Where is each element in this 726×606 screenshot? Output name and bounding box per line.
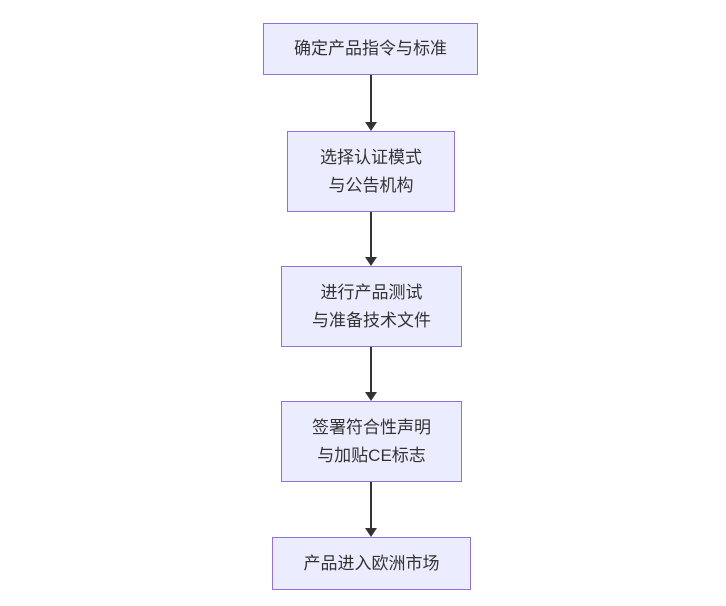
arrow-line-step3-step4 [370, 347, 372, 393]
arrow-line-step1-step2 [370, 75, 372, 123]
flow-node-step2: 选择认证模式 与公告机构 [287, 131, 455, 212]
arrow-head-icon [365, 122, 377, 131]
arrow-head-icon [365, 528, 377, 537]
arrow-head-icon [365, 257, 377, 266]
arrow-head-icon [365, 392, 377, 401]
flow-node-step4: 签署符合性声明 与加贴CE标志 [281, 401, 462, 482]
flow-node-step5: 产品进入欧洲市场 [272, 537, 471, 590]
flow-node-step3: 进行产品测试 与准备技术文件 [281, 266, 462, 347]
arrow-line-step2-step3 [370, 212, 372, 258]
arrow-line-step4-step5 [370, 482, 372, 529]
flow-node-step1: 确定产品指令与标准 [263, 23, 478, 75]
